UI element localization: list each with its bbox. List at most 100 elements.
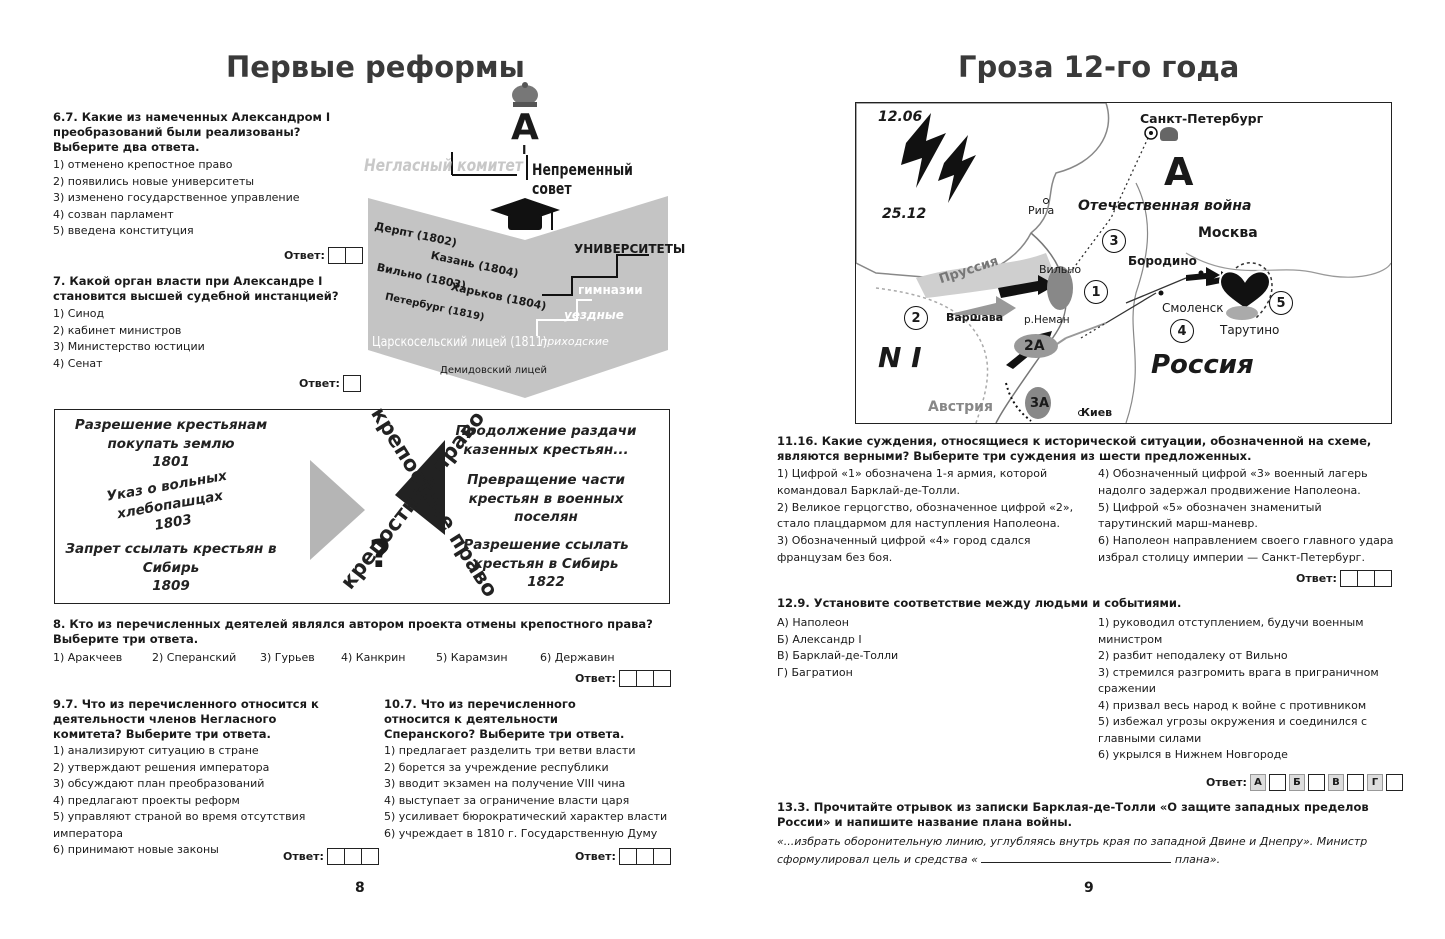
marker-5: 5	[1269, 291, 1293, 315]
country-russia: Россия	[1151, 350, 1254, 380]
event-item: 1) руководил отступлением, будучи военны…	[1098, 616, 1364, 646]
option: 2) появились новые университеты	[53, 174, 255, 188]
serf-item-left-1: Разрешение крестьянам покупать землю 180…	[57, 416, 285, 472]
city-riga: Рига	[1028, 204, 1055, 217]
answer-9-7: Ответ:	[283, 848, 379, 865]
option: 3) Обозначенный цифрой «4» город сдался …	[777, 534, 1031, 564]
alexander-numeral: I	[522, 143, 527, 157]
answer-label: Ответ:	[283, 850, 324, 863]
date-start: 12.06	[878, 109, 923, 125]
answer-12-9: Ответ: А Б В Г	[1206, 774, 1403, 791]
letter-b: Б	[1288, 774, 1305, 791]
universities-label: УНИВЕРСИТЕТЫ	[574, 242, 686, 256]
french-arrow-1	[998, 275, 1056, 298]
city-vilno: Вильно	[1039, 263, 1082, 276]
serf-item-text: Разрешение ссылать крестьян в Сибирь	[463, 537, 629, 572]
option: 4) предлагают проекты реформ	[53, 793, 240, 807]
event-item: 3) стремился разгромить врага в приграни…	[1098, 665, 1379, 696]
answer-8: Ответ:	[575, 670, 671, 687]
answer-box-v[interactable]	[1346, 774, 1364, 791]
option: 4) созван парламент	[53, 207, 174, 221]
crown-icon-map	[1160, 127, 1178, 141]
plan-name-input[interactable]	[981, 852, 1172, 863]
answer-boxes[interactable]	[618, 848, 671, 865]
answer-box-a[interactable]	[1268, 774, 1286, 791]
war-1812-map: А 12.06 25.12 Санкт-Петербург Рига Отече…	[855, 102, 1392, 424]
book-right-page	[525, 196, 668, 398]
question-13-3-quote: «...избрать оборонительную линию, углубл…	[777, 833, 1389, 868]
option: 2) борется за учреждение республики	[384, 760, 609, 774]
answer-label: Ответ:	[299, 377, 340, 390]
event-item: 4) призвал весь народ к войне с противни…	[1098, 698, 1367, 712]
book-left-page	[368, 198, 525, 398]
serfdom-cross-shapes	[310, 440, 445, 560]
answer-box-g[interactable]	[1385, 774, 1403, 791]
option: 1) Синод	[53, 307, 105, 320]
option: 5) усиливает бюрократический характер вл…	[384, 810, 668, 823]
country-austria: Австрия	[928, 399, 993, 415]
answer-label: Ответ:	[575, 850, 616, 863]
people-list: А) Наполеон Б) Александр I В) Барклай-де…	[777, 615, 1077, 681]
question-text: 7. Какой орган власти при Александре I с…	[53, 274, 339, 303]
question-11-16-right: 4) Обозначенный цифрой «3» военный лагер…	[1098, 466, 1398, 567]
question-mark: ?	[369, 532, 392, 576]
option: 5) Цифрой «5» обозначен знаменитый тарут…	[1098, 500, 1322, 531]
question-10-7: 10.7. Что из перечисленного относится к …	[384, 697, 674, 842]
option: 4) Канкрин	[341, 651, 406, 664]
map-shapes	[855, 102, 1392, 424]
answer-boxes[interactable]	[1339, 570, 1392, 587]
reforms-diagram: А I Негласный комитет Непременный совет …	[362, 80, 685, 398]
person-item: В) Барклай-де-Толли	[777, 649, 899, 662]
answer-boxes[interactable]	[342, 375, 361, 392]
city-warsaw: Варшава	[946, 311, 1004, 324]
option: 1) отменено крепостное право	[53, 158, 233, 171]
quote-text: «...избрать оборонительную линию, углубл…	[777, 835, 1368, 866]
question-text: 9.7. Что из перечисленного относится к д…	[53, 697, 319, 741]
serf-item-left-2: Указ о вольных хлебопашцах 1803	[91, 464, 248, 545]
option: 3) обсуждают план преобразований	[53, 777, 265, 790]
nepremenny-council-label: Непременный совет	[532, 160, 633, 198]
serf-item-year: 1809	[152, 578, 190, 594]
city-smolensk: Смоленск	[1162, 301, 1224, 315]
question-text: 6.7. Какие из намеченных Александром I п…	[53, 110, 331, 154]
serf-item-right-2: Превращение части крестьян в военных пос…	[467, 472, 625, 525]
question-7: 7. Какой орган власти при Александре I с…	[53, 274, 358, 372]
answer-box-b[interactable]	[1307, 774, 1325, 791]
crown-icon	[512, 82, 538, 107]
alexander-monogram-map: А	[1164, 150, 1194, 194]
uezdnye-label: уездные	[564, 308, 624, 322]
army-3a-area	[1025, 387, 1051, 419]
question-11-16-text: 11.16. Какие суждения, относящиеся к ист…	[777, 434, 1372, 463]
letter-v: В	[1327, 774, 1344, 791]
answer-label: Ответ:	[1206, 776, 1247, 789]
serf-item-text: Разрешение крестьянам покупать землю	[74, 417, 268, 452]
answer-boxes[interactable]	[618, 670, 671, 687]
lightning-icon	[901, 113, 976, 203]
question-9-7: 9.7. Что из перечисленного относится к д…	[53, 697, 363, 859]
option: 5) управляют страной во время отсутствия…	[53, 810, 306, 840]
serfdom-scheme: Разрешение крестьянам покупать землю 180…	[54, 403, 670, 604]
option: 6) Державин	[540, 651, 615, 664]
page-number-right: 9	[1084, 880, 1094, 896]
answer-boxes[interactable]	[326, 848, 379, 865]
events-list: 1) руководил отступлением, будучи военны…	[1098, 615, 1393, 764]
person-item: А) Наполеон	[777, 616, 849, 629]
page-number-left: 8	[355, 880, 365, 896]
demidov-lyceum-label: Демидовский лицей	[440, 365, 547, 376]
serf-item-right-3: Разрешение ссылать крестьян в Сибирь 182…	[441, 536, 651, 592]
question-text: 10.7. Что из перечисленного относится к …	[384, 697, 625, 741]
option: 4) Сенат	[53, 356, 103, 370]
answer-boxes[interactable]	[327, 247, 363, 264]
option: 6) учреждает в 1810 г. Государственную Д…	[384, 826, 658, 840]
option: 3) вводит экзамен на получение VIII чина	[384, 777, 626, 790]
option: 6) принимают новые законы	[53, 843, 219, 856]
answer-label: Ответ:	[575, 672, 616, 685]
answer-label: Ответ:	[1296, 572, 1337, 585]
question-8: 8. Кто из перечисленных деятелей являлся…	[53, 617, 669, 667]
reforms-diagram-shapes	[368, 82, 668, 398]
option: 3) Гурьев	[260, 651, 315, 664]
answer-10-7: Ответ:	[575, 848, 671, 865]
army-1-area	[1047, 266, 1073, 310]
marker-2: 2	[904, 306, 928, 330]
option: 4) выступает за ограничение власти царя	[384, 793, 630, 807]
